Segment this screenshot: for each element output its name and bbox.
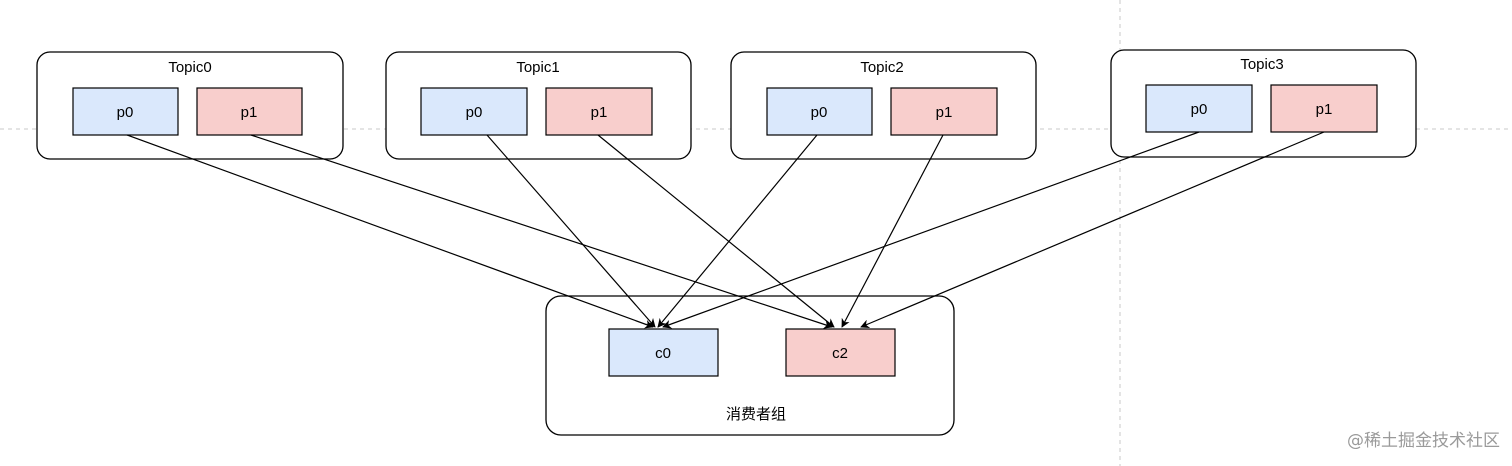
topic-title: Topic3 (1240, 56, 1283, 73)
consumer-group: c0 c2 消费者组 (545, 295, 955, 436)
assignment-arrow (841, 134, 944, 328)
assignment-arrow (486, 134, 656, 328)
assignment-arrow (657, 134, 818, 328)
topic-group-3: Topic3 p0 p1 (1110, 49, 1417, 158)
topic-group-1: Topic1 p0 p1 (385, 51, 692, 160)
assignment-edges (126, 131, 1325, 329)
topic-title: Topic2 (860, 59, 903, 76)
topic-title: Topic0 (168, 59, 211, 76)
partition-box-p0 (72, 87, 179, 136)
partition-label: p1 (1316, 101, 1333, 118)
assignment-arrow (126, 134, 654, 329)
assignment-arrow (662, 131, 1200, 329)
partition-box-p1 (890, 87, 998, 136)
partition-label: p1 (591, 104, 608, 121)
consumer-label: c2 (832, 345, 848, 362)
consumer-label: c0 (655, 345, 671, 362)
partition-label: p0 (1191, 101, 1208, 118)
partition-box-p0 (420, 87, 528, 136)
consumer-group-label: 消费者组 (726, 406, 786, 423)
partition-box-p0 (766, 87, 873, 136)
partition-label: p1 (241, 104, 258, 121)
topic-group-2: Topic2 p0 p1 (730, 51, 1037, 160)
watermark-text: @稀土掘金技术社区 (1347, 431, 1500, 451)
assignment-arrow (250, 134, 833, 329)
partition-box-p0 (1145, 84, 1253, 133)
partition-label: p0 (811, 104, 828, 121)
partition-label: p0 (466, 104, 483, 121)
assignment-arrow (860, 131, 1325, 329)
consumer-box-c0 (608, 328, 719, 377)
topic-title: Topic1 (516, 59, 559, 76)
partition-box-p1 (545, 87, 653, 136)
topic-group-0: Topic0 p0 p1 (36, 51, 344, 160)
consumer-box-c2 (785, 328, 896, 377)
partition-label: p0 (117, 104, 134, 121)
assignment-arrow (597, 134, 835, 328)
partition-label: p1 (936, 104, 953, 121)
partition-box-p1 (196, 87, 303, 136)
